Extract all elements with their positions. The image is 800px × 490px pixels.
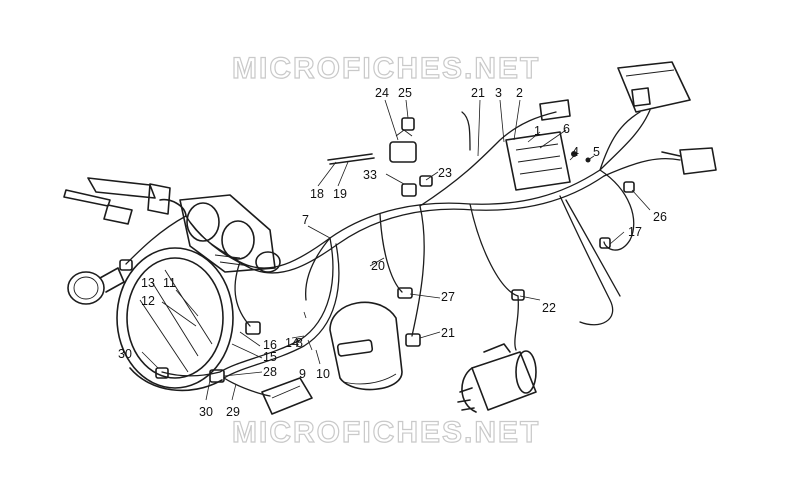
callout-18: 18 <box>310 187 324 201</box>
callout-9: 9 <box>299 367 306 381</box>
horn <box>261 377 313 415</box>
callout-21-top: 21 <box>471 86 485 100</box>
rod <box>327 153 375 165</box>
callout-24: 24 <box>375 86 389 100</box>
callout-13: 13 <box>141 276 155 290</box>
watermark-top: MICROFICHES.NET <box>232 52 540 85</box>
callout-10: 10 <box>316 367 330 381</box>
callout-33: 33 <box>363 168 377 182</box>
tail-light <box>617 61 691 113</box>
callout-14: 14 <box>285 336 299 350</box>
starter-motor <box>457 343 537 413</box>
handlebar-grip <box>63 177 187 225</box>
callout-30-bottom: 30 <box>199 405 213 419</box>
callout-3: 3 <box>495 86 502 100</box>
callout-27: 27 <box>441 290 455 304</box>
relay-25 <box>401 117 415 131</box>
fuse-box <box>505 131 591 191</box>
callout-5: 5 <box>593 145 600 159</box>
callout-labels: 1 2 3 4 5 6 7 8 9 10 11 12 13 14 15 16 1… <box>118 86 667 419</box>
left-turn-indicator <box>67 267 125 305</box>
callout-7: 7 <box>302 213 309 227</box>
callout-20: 20 <box>371 259 385 273</box>
callout-8: 8 <box>296 336 303 350</box>
callout-2: 2 <box>516 86 523 100</box>
callout-16: 16 <box>263 338 277 352</box>
main-wiring-harness <box>125 109 681 397</box>
generator-cover <box>329 301 403 391</box>
callout-12: 12 <box>141 294 155 308</box>
small-connectors <box>119 175 635 383</box>
callout-23: 23 <box>438 166 452 180</box>
relay-24 <box>389 129 417 163</box>
headlight-assembly <box>116 247 234 392</box>
callout-19: 19 <box>333 187 347 201</box>
instrument-cluster <box>179 194 281 273</box>
callout-30-left: 30 <box>118 347 132 361</box>
rear-turn-indicator-upper <box>539 99 571 121</box>
callout-21-lower: 21 <box>441 326 455 340</box>
callout-15: 15 <box>263 350 277 364</box>
callout-26: 26 <box>653 210 667 224</box>
callout-4: 4 <box>572 145 579 159</box>
callout-22: 22 <box>542 301 556 315</box>
callout-29: 29 <box>226 405 240 419</box>
callout-leader-lines <box>141 99 651 401</box>
callout-11: 11 <box>163 276 176 290</box>
watermark-bottom: MICROFICHES.NET <box>232 416 540 449</box>
callout-1: 1 <box>534 124 541 138</box>
callout-6: 6 <box>563 122 570 136</box>
callout-17: 17 <box>628 225 642 239</box>
rear-turn-indicator-lower <box>661 147 717 175</box>
callout-28: 28 <box>263 365 277 379</box>
callout-25: 25 <box>398 86 412 100</box>
